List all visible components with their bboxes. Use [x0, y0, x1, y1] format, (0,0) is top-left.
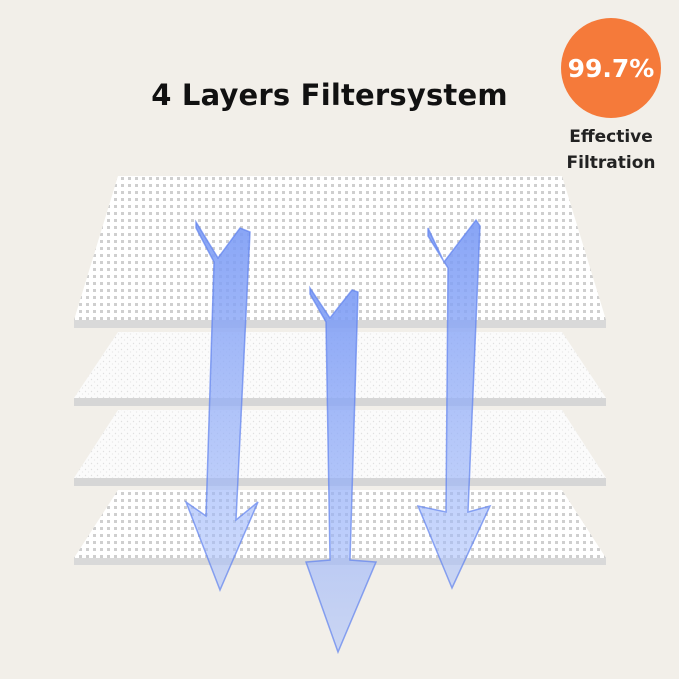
airflow-arrow-right: [416, 218, 492, 590]
airflow-arrow-center: [304, 285, 378, 655]
efficiency-badge: 99.7%: [561, 18, 661, 118]
efficiency-value: 99.7%: [567, 53, 655, 83]
page-title: 4 Layers Filtersystem: [151, 78, 508, 112]
airflow-arrows: [184, 218, 492, 655]
airflow-arrow-left: [184, 219, 259, 592]
efficiency-caption: Effective Filtration: [552, 124, 670, 176]
caption-line-2: Filtration: [566, 153, 656, 173]
caption-line-1: Effective: [569, 127, 653, 147]
